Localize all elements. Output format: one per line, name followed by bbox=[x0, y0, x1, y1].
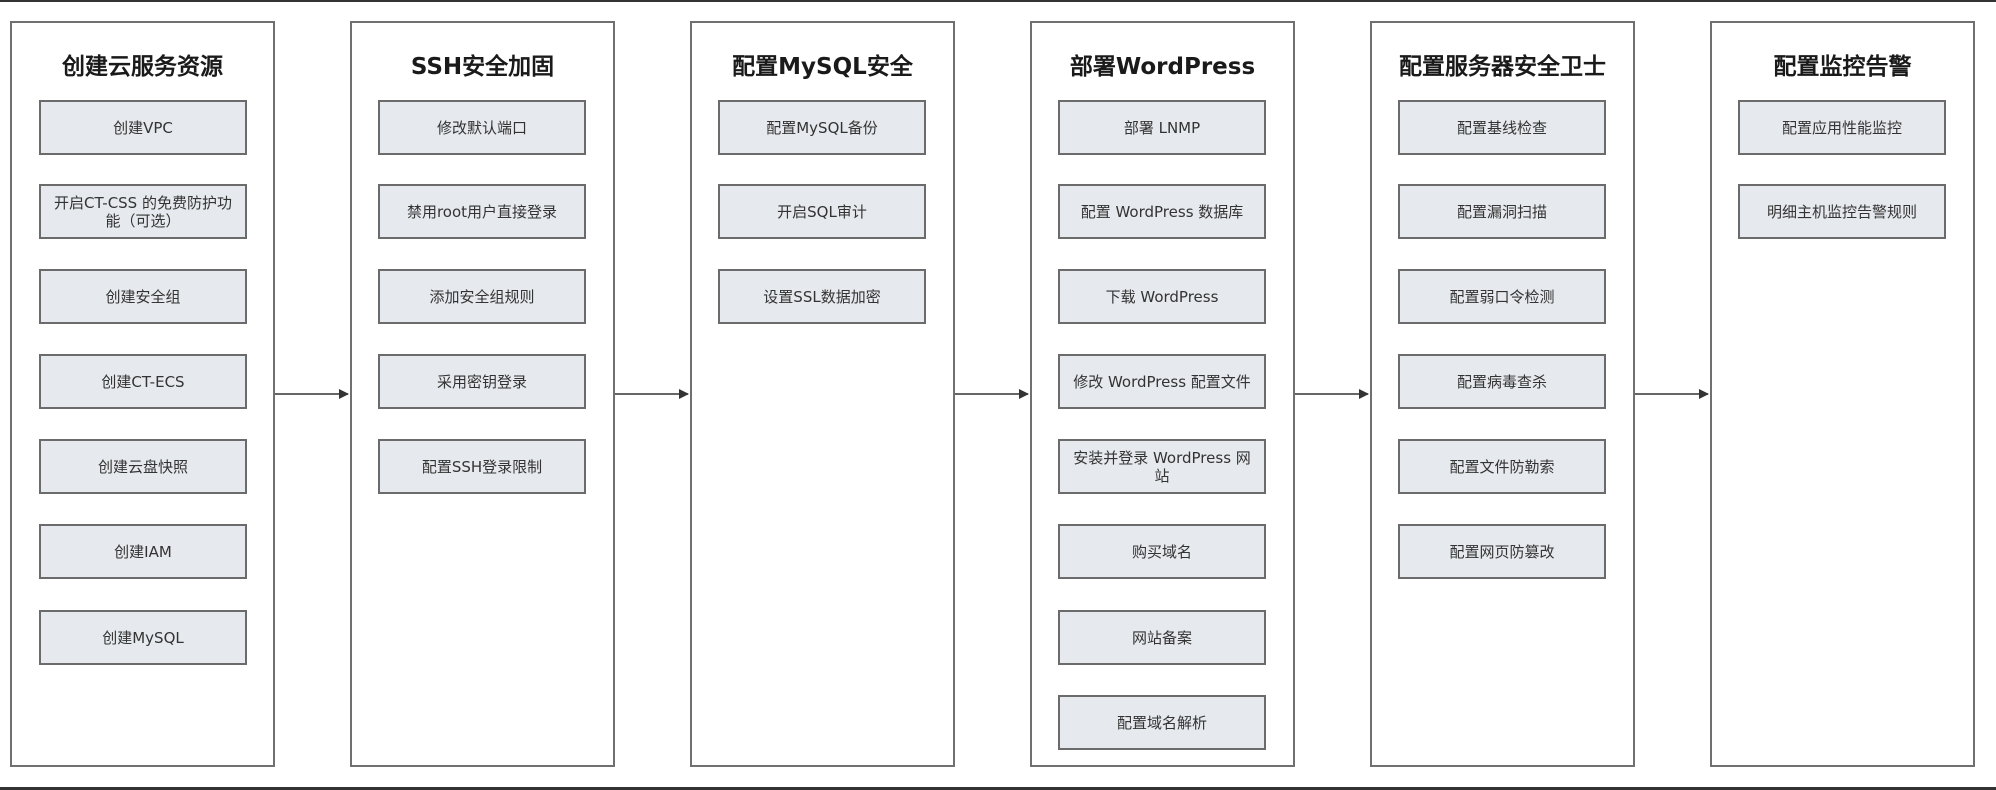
step-disable-root-login[interactable]: 禁用root用户直接登录 bbox=[378, 184, 586, 239]
column-mysql-security: 配置MySQL安全 配置MySQL备份 开启SQL审计 设置SSL数据加密 bbox=[690, 21, 955, 767]
step-configure-mysql-backup[interactable]: 配置MySQL备份 bbox=[718, 100, 926, 155]
step-create-vpc[interactable]: 创建VPC bbox=[39, 100, 247, 155]
step-deploy-lnmp[interactable]: 部署 LNMP bbox=[1058, 100, 1266, 155]
step-install-login-wordpress[interactable]: 安装并登录 WordPress 网站 bbox=[1058, 439, 1266, 494]
frame-top-border bbox=[0, 0, 1996, 2]
step-download-wordpress[interactable]: 下载 WordPress bbox=[1058, 269, 1266, 324]
column-create-cloud-resources: 创建云服务资源 创建VPC 开启CT-CSS 的免费防护功能（可选） 创建安全组… bbox=[10, 21, 275, 767]
column-ssh-hardening: SSH安全加固 修改默认端口 禁用root用户直接登录 添加安全组规则 采用密钥… bbox=[350, 21, 615, 767]
column-deploy-wordpress: 部署WordPress 部署 LNMP 配置 WordPress 数据库 下载 … bbox=[1030, 21, 1295, 767]
step-use-key-login[interactable]: 采用密钥登录 bbox=[378, 354, 586, 409]
step-add-security-group-rule[interactable]: 添加安全组规则 bbox=[378, 269, 586, 324]
step-weak-password-check[interactable]: 配置弱口令检测 bbox=[1398, 269, 1606, 324]
column-title: 创建云服务资源 bbox=[62, 54, 223, 80]
step-configure-dns[interactable]: 配置域名解析 bbox=[1058, 695, 1266, 750]
step-set-ssl-encryption[interactable]: 设置SSL数据加密 bbox=[718, 269, 926, 324]
step-create-security-group[interactable]: 创建安全组 bbox=[39, 269, 247, 324]
step-host-monitoring-alert-rules[interactable]: 明细主机监控告警规则 bbox=[1738, 184, 1946, 239]
step-app-performance-monitoring[interactable]: 配置应用性能监控 bbox=[1738, 100, 1946, 155]
step-create-iam[interactable]: 创建IAM bbox=[39, 524, 247, 579]
column-title: 配置服务器安全卫士 bbox=[1399, 54, 1606, 80]
column-monitoring-alerts: 配置监控告警 配置应用性能监控 明细主机监控告警规则 bbox=[1710, 21, 1975, 767]
step-virus-scan[interactable]: 配置病毒查杀 bbox=[1398, 354, 1606, 409]
step-enable-ct-css[interactable]: 开启CT-CSS 的免费防护功能（可选） bbox=[39, 184, 247, 239]
step-configure-wp-database[interactable]: 配置 WordPress 数据库 bbox=[1058, 184, 1266, 239]
step-edit-wp-config[interactable]: 修改 WordPress 配置文件 bbox=[1058, 354, 1266, 409]
step-create-ct-ecs[interactable]: 创建CT-ECS bbox=[39, 354, 247, 409]
frame-bottom-border bbox=[0, 787, 1996, 790]
step-site-filing[interactable]: 网站备案 bbox=[1058, 610, 1266, 665]
column-title: 部署WordPress bbox=[1069, 54, 1256, 80]
step-vulnerability-scan[interactable]: 配置漏洞扫描 bbox=[1398, 184, 1606, 239]
step-enable-sql-audit[interactable]: 开启SQL审计 bbox=[718, 184, 926, 239]
column-server-security-guard: 配置服务器安全卫士 配置基线检查 配置漏洞扫描 配置弱口令检测 配置病毒查杀 配… bbox=[1370, 21, 1635, 767]
step-create-disk-snapshot[interactable]: 创建云盘快照 bbox=[39, 439, 247, 494]
column-title: 配置MySQL安全 bbox=[732, 54, 913, 80]
step-buy-domain[interactable]: 购买域名 bbox=[1058, 524, 1266, 579]
step-configure-ssh-login-limit[interactable]: 配置SSH登录限制 bbox=[378, 439, 586, 494]
step-baseline-check[interactable]: 配置基线检查 bbox=[1398, 100, 1606, 155]
step-webpage-tamper-protection[interactable]: 配置网页防篡改 bbox=[1398, 524, 1606, 579]
step-change-default-port[interactable]: 修改默认端口 bbox=[378, 100, 586, 155]
step-create-mysql[interactable]: 创建MySQL bbox=[39, 610, 247, 665]
step-file-anti-ransomware[interactable]: 配置文件防勒索 bbox=[1398, 439, 1606, 494]
column-title: 配置监控告警 bbox=[1773, 54, 1912, 80]
column-title: SSH安全加固 bbox=[410, 54, 555, 80]
